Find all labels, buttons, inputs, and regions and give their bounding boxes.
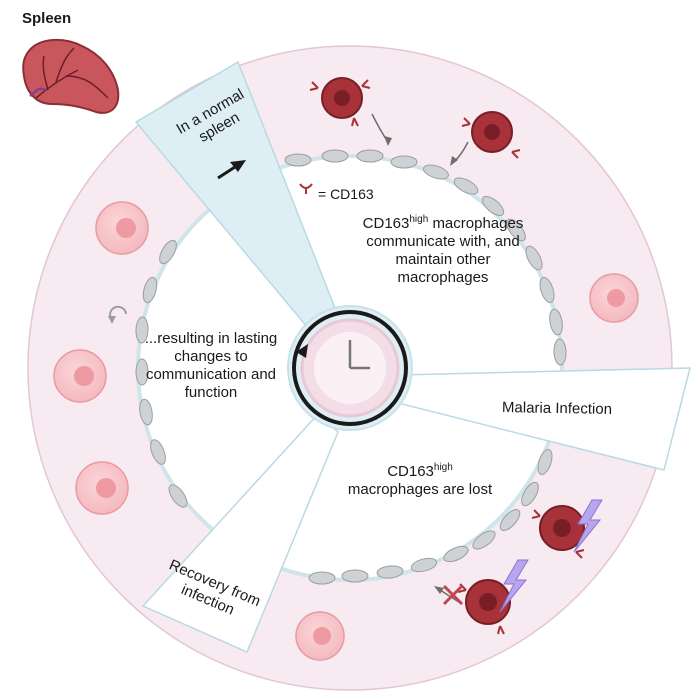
macrophage-3 xyxy=(531,505,585,559)
pink-cell xyxy=(95,201,149,255)
pink-cell xyxy=(53,349,107,403)
spleen-icon xyxy=(22,39,120,114)
segment-infection-label: Malaria Infection xyxy=(501,399,613,418)
cross-icon xyxy=(442,584,464,606)
clock-icon xyxy=(287,305,413,431)
pink-cell xyxy=(295,611,345,661)
top-prefix: CD163 xyxy=(362,215,410,232)
top-sup: high xyxy=(409,214,429,225)
receptor-icon xyxy=(299,183,313,194)
bottom-description: CD163high macrophages are lost xyxy=(340,462,500,499)
lightning-icon xyxy=(573,499,603,553)
top-rest: macrophages communicate with, and mainta… xyxy=(366,215,524,286)
pink-cell xyxy=(75,461,129,515)
macrophage-4 xyxy=(457,579,511,635)
top-description: CD163high macrophages communicate with, … xyxy=(348,214,538,287)
macrophage-2 xyxy=(461,111,521,159)
cycle-arrow-icon xyxy=(108,305,127,324)
bottom-sup: high xyxy=(433,462,453,473)
page-title: Spleen xyxy=(22,10,72,27)
left-cell-arc xyxy=(135,239,188,508)
arrow-icon xyxy=(217,160,246,180)
top-cell-arc xyxy=(284,149,567,366)
bottom-rest: macrophages are lost xyxy=(347,481,493,498)
lightning-icon xyxy=(499,559,529,613)
macrophage-1 xyxy=(309,77,371,127)
legend-label: = CD163 xyxy=(318,186,374,202)
left-description: ...resulting in lasting changes to commu… xyxy=(144,330,278,401)
bottom-cell-arc xyxy=(308,448,553,585)
pink-cell xyxy=(589,273,639,323)
bottom-prefix: CD163 xyxy=(387,463,434,480)
